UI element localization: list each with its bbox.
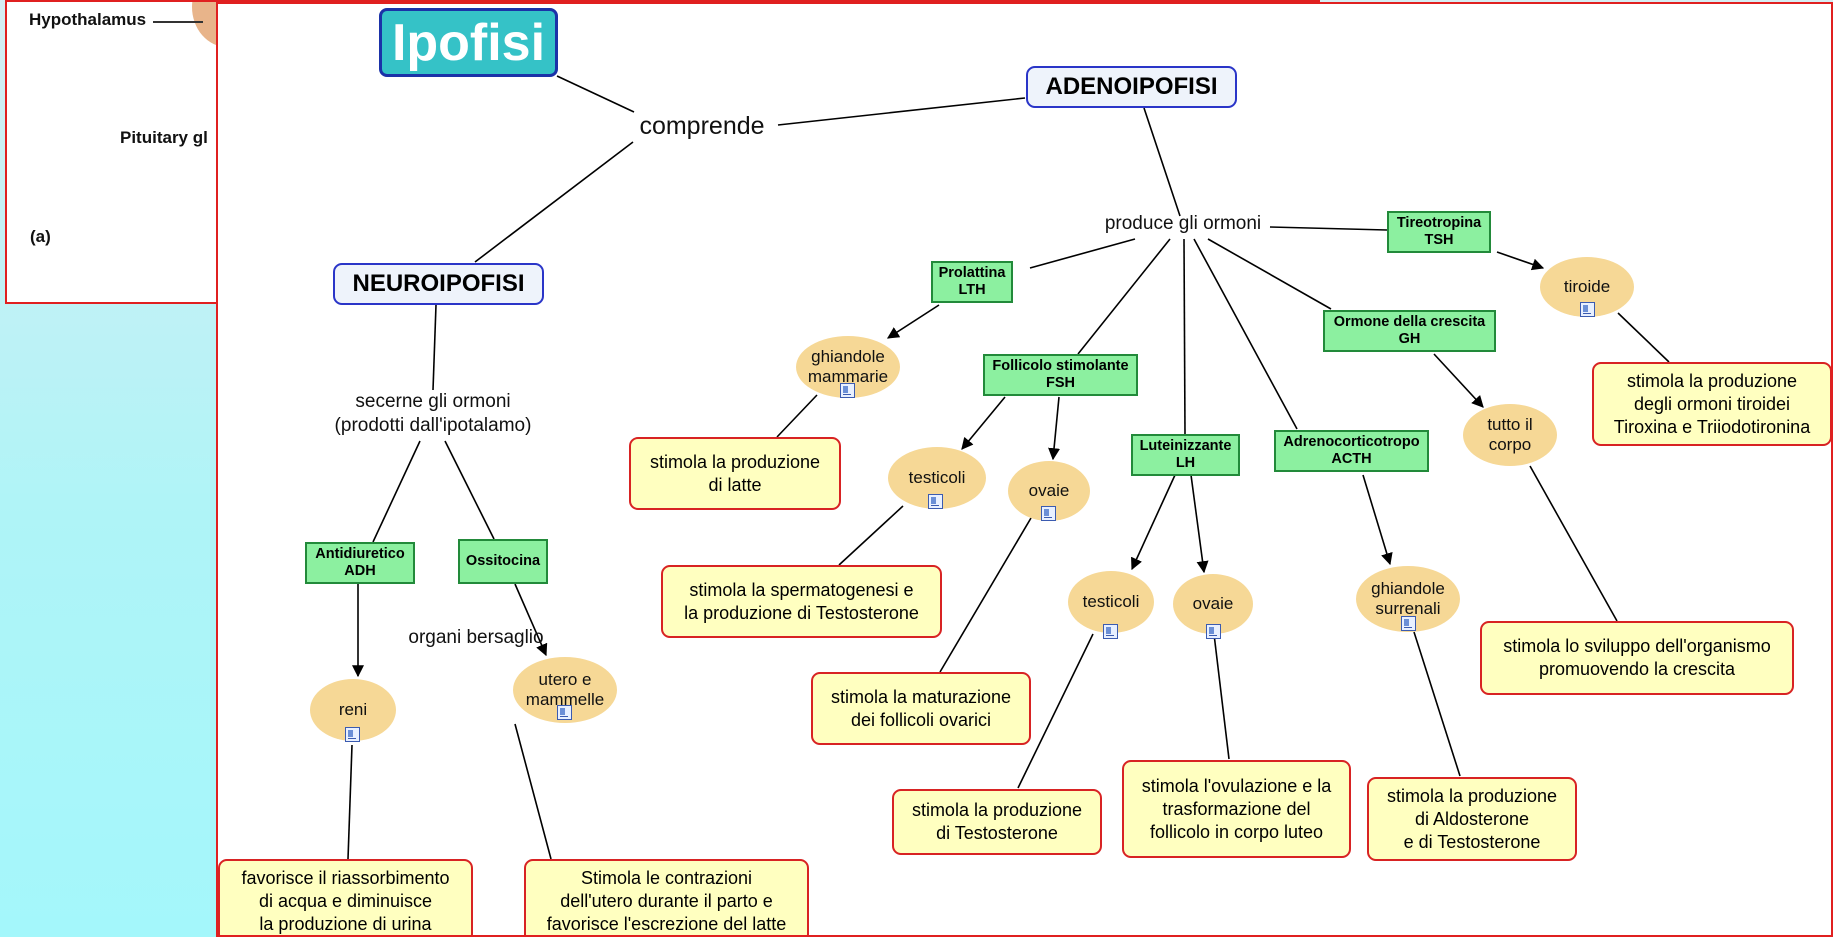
hormone-acth[interactable]: Adrenocorticotropo ACTH xyxy=(1274,430,1429,472)
hypothalamus-label: Hypothalamus xyxy=(29,10,147,29)
arrow-acth-surrenali xyxy=(1362,474,1393,566)
organ-testicoli-lh[interactable]: testicoli xyxy=(1068,571,1154,633)
link-neuro-secerne xyxy=(432,304,437,391)
effect-spermatogenesi[interactable]: stimola la spermatogenesi e la produzion… xyxy=(661,565,942,638)
effect-produzione-latte[interactable]: stimola la produzione di latte xyxy=(629,437,841,510)
resource-icon-utero[interactable] xyxy=(557,705,572,720)
link-tiroide-tiroidei xyxy=(1617,312,1670,363)
link-secerne-ossitocina xyxy=(444,440,495,540)
hormone-ossitocina[interactable]: Ossitocina xyxy=(458,539,548,584)
link-adeno-produce xyxy=(1143,107,1181,217)
link-produce-tsh xyxy=(1269,226,1388,231)
effect-contrazioni-utero[interactable]: Stimola le contrazioni dell'utero durant… xyxy=(524,859,809,935)
hormone-prolattina[interactable]: Prolattina LTH xyxy=(931,261,1013,303)
link-utero-contraz xyxy=(514,723,552,860)
resource-icon-tiroide[interactable] xyxy=(1580,302,1595,317)
arrow-tsh-tiroide xyxy=(1496,251,1545,271)
effect-crescita[interactable]: stimola lo sviluppo dell'organismo promu… xyxy=(1480,621,1794,695)
arrow-fsh-testicoli xyxy=(961,396,1006,450)
organ-ovaie-fsh[interactable]: ovaie xyxy=(1008,461,1090,521)
link-produce-acth xyxy=(1193,238,1298,430)
connector-lines xyxy=(347,75,1670,860)
linking-phrase-organi: organi bersaglio xyxy=(408,627,544,648)
link-mammarie-latte xyxy=(776,394,818,438)
arrow-gh-corpo xyxy=(1433,353,1484,408)
link-ovaie1-follicoli xyxy=(939,517,1032,673)
link-testicoli1-sperm xyxy=(838,505,904,566)
link-secerne-adh xyxy=(372,440,421,543)
link-surrenali-aldo xyxy=(1413,631,1461,777)
arrow-lh-ovaie xyxy=(1190,474,1209,574)
resource-icon-reni[interactable] xyxy=(345,727,360,742)
resource-icon-testicoli-fsh[interactable] xyxy=(928,494,943,509)
hormone-gh[interactable]: Ormone della crescita GH xyxy=(1323,310,1496,352)
map-title[interactable]: Ipofisi xyxy=(379,8,558,77)
link-title-comprende xyxy=(556,75,635,113)
link-ovaie2-ovulaz xyxy=(1213,633,1230,760)
hormone-fsh[interactable]: Follicolo stimolante FSH xyxy=(983,354,1138,396)
panel-label: (a) xyxy=(30,227,51,246)
arrow-fsh-ovaie xyxy=(1048,396,1061,461)
arrow-prolattina-mammarie xyxy=(886,304,940,339)
resource-icon-ovaie-lh[interactable] xyxy=(1206,624,1221,639)
concept-map: Ipofisi ADENOIPOFISI NEUROIPOFISI compre… xyxy=(216,2,1833,937)
organ-tutto-il-corpo[interactable]: tutto il corpo xyxy=(1463,404,1557,466)
resource-icon-surrenali[interactable] xyxy=(1401,616,1416,631)
link-produce-fsh xyxy=(1077,238,1171,355)
linking-phrase-comprende: comprende xyxy=(639,112,765,140)
link-produce-prolattina xyxy=(1029,238,1136,269)
link-reni-urina xyxy=(347,744,353,860)
link-produce-gh xyxy=(1207,238,1332,310)
effect-aldosterone[interactable]: stimola la produzione di Aldosterone e d… xyxy=(1367,777,1577,861)
link-produce-lh xyxy=(1183,238,1186,435)
resource-icon-testicoli-lh[interactable] xyxy=(1103,624,1118,639)
arrow-lh-testicoli xyxy=(1131,474,1176,571)
effect-ovulazione[interactable]: stimola l'ovulazione e la trasformazione… xyxy=(1122,760,1351,858)
linking-phrase-produce: produce gli ormoni xyxy=(1104,213,1262,234)
hormone-adh[interactable]: Antidiuretico ADH xyxy=(305,542,415,584)
hormone-tsh[interactable]: Tireotropina TSH xyxy=(1387,211,1491,253)
effect-riassorbimento-acqua[interactable]: favorisce il riassorbimento di acqua e d… xyxy=(218,859,473,935)
resource-icon-ovaie-fsh[interactable] xyxy=(1041,506,1056,521)
concept-adenoipofisi[interactable]: ADENOIPOFISI xyxy=(1026,66,1237,108)
link-corpo-crescita xyxy=(1529,465,1618,622)
hormone-lh[interactable]: Luteinizzante LH xyxy=(1131,434,1240,476)
link-testicoli2-testo xyxy=(1017,633,1094,789)
effect-produzione-testosterone[interactable]: stimola la produzione di Testosterone xyxy=(892,789,1102,855)
resource-icon-mammarie[interactable] xyxy=(840,383,855,398)
concept-neuroipofisi[interactable]: NEUROIPOFISI xyxy=(333,263,544,305)
pituitary-label: Pituitary gl xyxy=(120,128,208,147)
effect-ormoni-tiroidei[interactable]: stimola la produzione degli ormoni tiroi… xyxy=(1592,362,1831,446)
effect-maturazione-follicoli[interactable]: stimola la maturazione dei follicoli ova… xyxy=(811,672,1031,745)
link-comprende-adeno xyxy=(777,97,1026,126)
link-comprende-neuro xyxy=(474,141,634,263)
arrow-ossitocina-utero xyxy=(514,583,548,657)
linking-phrase-secerne: secerne gli ormoni (prodotti dall'ipotal… xyxy=(334,391,532,436)
hypothalamus-leader-line xyxy=(153,21,203,23)
